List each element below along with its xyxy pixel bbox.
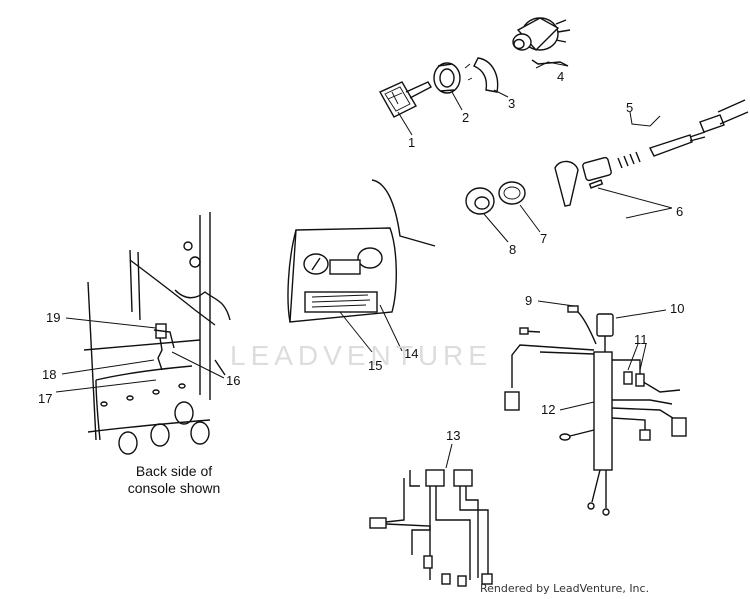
ignition-retainer bbox=[464, 57, 499, 93]
caption-line-1: Back side of bbox=[135, 463, 213, 479]
callout-1: 1 bbox=[408, 135, 415, 150]
callout-8: 8 bbox=[509, 242, 516, 257]
callout-7: 7 bbox=[540, 231, 547, 246]
console-panel bbox=[287, 179, 436, 323]
callout-16: 16 bbox=[226, 373, 240, 388]
callout-5: 5 bbox=[626, 100, 633, 115]
console-caption: Back side of console shown bbox=[110, 463, 238, 497]
console-back-side bbox=[83, 212, 231, 455]
callout-9: 9 bbox=[525, 293, 532, 308]
callout-19: 19 bbox=[46, 310, 60, 325]
ignition-key bbox=[379, 81, 432, 118]
caption-line-2: console shown bbox=[127, 480, 221, 496]
sub-harness bbox=[369, 469, 493, 587]
callout-3: 3 bbox=[508, 96, 515, 111]
callout-18: 18 bbox=[42, 367, 56, 382]
leader-lines bbox=[55, 61, 673, 469]
callout-14: 14 bbox=[404, 346, 418, 361]
callout-15: 15 bbox=[368, 358, 382, 373]
callout-4: 4 bbox=[557, 69, 564, 84]
watermark: LEADVENTURE bbox=[230, 340, 492, 371]
callout-6: 6 bbox=[676, 204, 683, 219]
render-credit: Rendered by LeadVenture, Inc. bbox=[480, 582, 650, 595]
callout-12: 12 bbox=[541, 402, 555, 417]
callout-17: 17 bbox=[38, 391, 52, 406]
light-switch-assembly bbox=[554, 99, 749, 207]
callout-13: 13 bbox=[446, 428, 460, 443]
callout-2: 2 bbox=[462, 110, 469, 125]
switch-nut bbox=[465, 187, 495, 215]
callout-11: 11 bbox=[634, 332, 648, 347]
ignition-nut bbox=[433, 62, 461, 94]
callout-labels: 1 2 3 4 5 6 7 8 9 10 11 12 13 14 15 16 1… bbox=[38, 69, 684, 443]
ignition-switch bbox=[512, 17, 571, 67]
callout-10: 10 bbox=[670, 301, 684, 316]
switch-bezel bbox=[498, 181, 526, 205]
wiring-harness bbox=[504, 305, 687, 516]
